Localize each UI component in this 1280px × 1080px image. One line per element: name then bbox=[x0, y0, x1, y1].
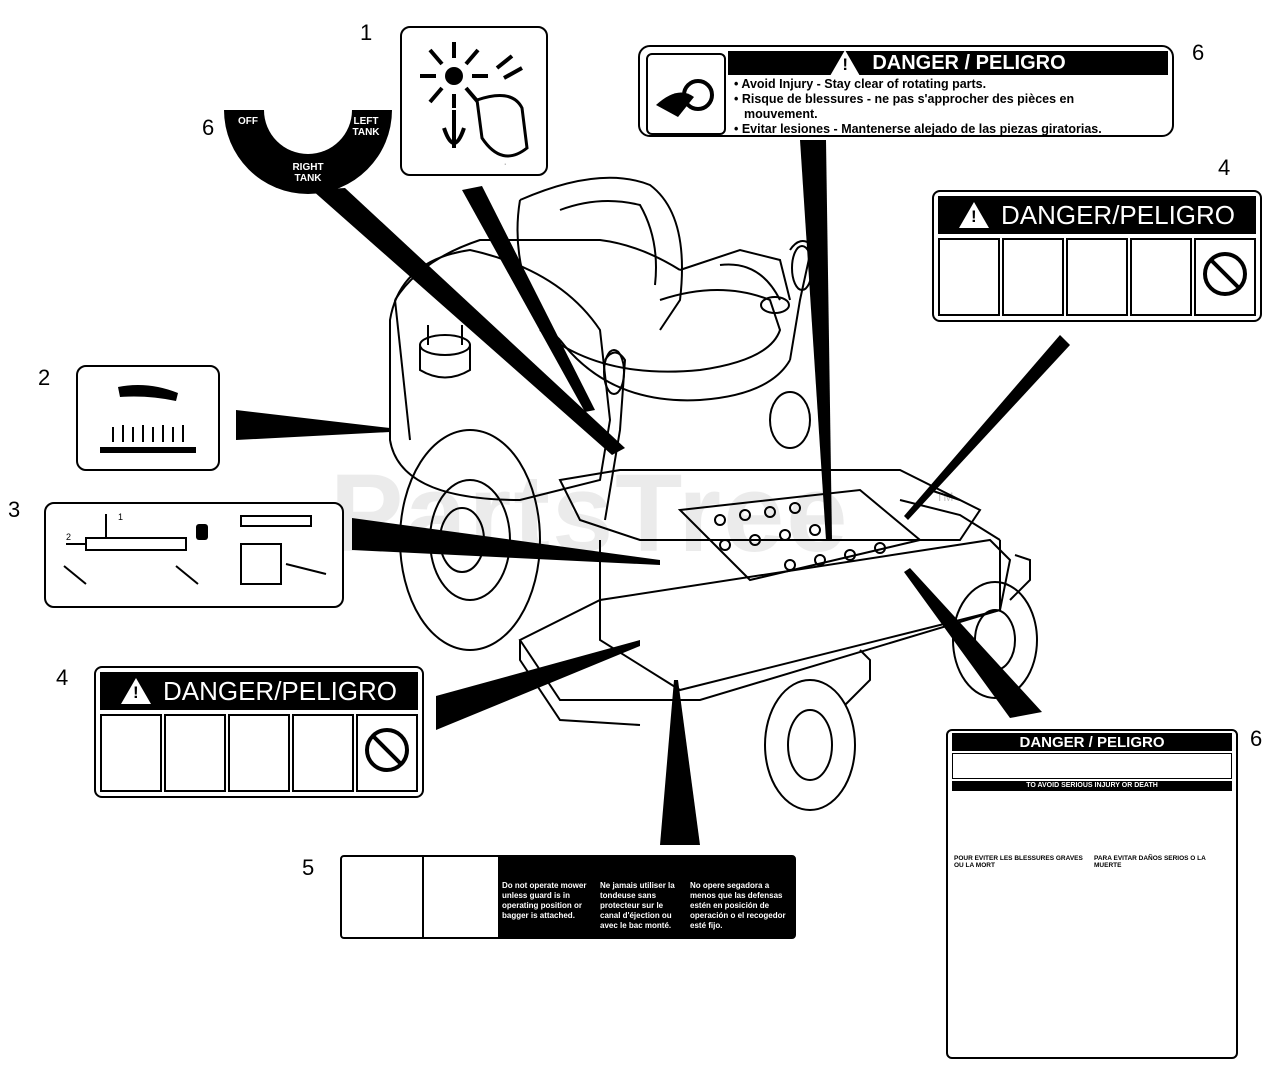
icon-cell-5 bbox=[356, 714, 418, 792]
decal-blade-hazard: · bbox=[400, 26, 548, 176]
guard-text-es: No opere segadora a menos que las defens… bbox=[690, 881, 786, 930]
callout-number-4-left: 4 bbox=[56, 665, 69, 690]
leader-5 bbox=[660, 680, 700, 845]
blade-hazard-icon: · bbox=[420, 42, 529, 168]
callout-number-5: 5 bbox=[302, 855, 315, 880]
instructions-es bbox=[1094, 873, 1230, 1053]
leader-6-right-top bbox=[800, 140, 832, 540]
guard-icon-cell bbox=[342, 857, 424, 937]
rotating-parts-icon bbox=[646, 53, 726, 135]
guard-chute-cell bbox=[422, 857, 500, 937]
icon-cell-1 bbox=[938, 238, 1000, 316]
instructions-fr bbox=[954, 873, 1090, 1053]
icon-cell-3 bbox=[1066, 238, 1128, 316]
decal-fuel-selector bbox=[224, 110, 392, 194]
danger-title-4-left: DANGER/PELIGRO bbox=[100, 672, 418, 710]
instructions-icon-strip bbox=[952, 753, 1232, 779]
leader-2 bbox=[236, 410, 390, 440]
icon-cell-3 bbox=[228, 714, 290, 792]
decal-danger-rotating-parts: DANGER / PELIGRO • Avoid Injury - Stay c… bbox=[638, 45, 1174, 137]
instructions-en-col1 bbox=[954, 793, 1090, 855]
text-line-fr-cont: mouvement. bbox=[744, 107, 818, 121]
decal-danger-instructions: DANGER / PELIGRO TO AVOID SERIOUS INJURY… bbox=[946, 729, 1238, 1059]
instructions-en-col2 bbox=[1094, 793, 1230, 855]
svg-text:·: · bbox=[504, 161, 506, 168]
decal-hot-surface bbox=[76, 365, 220, 471]
svg-text:1: 1 bbox=[118, 512, 123, 522]
callout-number-4-right: 4 bbox=[1218, 155, 1231, 180]
callout-number-6-bottom: 6 bbox=[1250, 726, 1263, 751]
fuel-selector-labels: OFF LEFT TANK RIGHT TANK bbox=[228, 116, 388, 196]
danger-title-bottom: DANGER / PELIGRO bbox=[952, 733, 1232, 751]
text-line-es: • Evitar lesiones - Mantenerse alejado d… bbox=[734, 122, 1102, 136]
guard-text-fr: Ne jamais utiliser la tondeuse sans prot… bbox=[600, 881, 675, 930]
icon-cell-2 bbox=[1002, 238, 1064, 316]
latch-diagram-icon: 1 2 bbox=[63, 512, 327, 585]
callout-number-6-top: 6 bbox=[1192, 40, 1205, 65]
leader-3 bbox=[352, 518, 660, 565]
icon-cell-4 bbox=[1130, 238, 1192, 316]
leader-4-right bbox=[904, 335, 1070, 520]
danger-title-4-right: DANGER/PELIGRO bbox=[938, 196, 1256, 234]
decal-guard: Do not operate mower unless guard is in … bbox=[340, 855, 796, 939]
icon-cell-1 bbox=[100, 714, 162, 792]
text-line-fr: • Risque de blessures - ne pas s'approch… bbox=[734, 92, 1075, 106]
decal-danger-4-right: DANGER/PELIGRO bbox=[932, 190, 1262, 322]
danger-title-top: DANGER / PELIGRO bbox=[728, 50, 1168, 76]
callout-number-3: 3 bbox=[8, 497, 21, 522]
callout-number-1: 1 bbox=[360, 20, 373, 45]
hot-surface-icon bbox=[100, 385, 196, 453]
fuel-right-tank-label: RIGHT TANK bbox=[292, 162, 324, 184]
icon-cell-5 bbox=[1194, 238, 1256, 316]
heading-es: PARA EVITAR DAÑOS SERIOS O LA MUERTE bbox=[1094, 855, 1206, 869]
decal-latch-diagram: 1 2 bbox=[44, 502, 344, 608]
icon-cell-2 bbox=[164, 714, 226, 792]
callout-number-6-fuel: 6 bbox=[202, 115, 215, 140]
icon-cell-4 bbox=[292, 714, 354, 792]
guard-text-en: Do not operate mower unless guard is in … bbox=[502, 881, 587, 920]
callout-number-2: 2 bbox=[38, 365, 51, 390]
leader-1 bbox=[462, 186, 595, 412]
leader-4-left bbox=[436, 640, 640, 730]
svg-text:2: 2 bbox=[66, 532, 71, 542]
decal-danger-4-left: DANGER/PELIGRO bbox=[94, 666, 424, 798]
guard-text-panel: Do not operate mower unless guard is in … bbox=[498, 857, 794, 937]
leader-6-fuel bbox=[312, 188, 625, 455]
text-line-en: • Avoid Injury - Stay clear of rotating … bbox=[734, 77, 987, 91]
heading-fr: POUR EVITER LES BLESSURES GRAVES OU LA M… bbox=[954, 855, 1083, 869]
fuel-off-label: OFF bbox=[238, 116, 258, 127]
heading-en: TO AVOID SERIOUS INJURY OR DEATH bbox=[952, 781, 1232, 791]
rotating-parts-text: • Avoid Injury - Stay clear of rotating … bbox=[734, 77, 1154, 137]
leader-6-right-bottom bbox=[904, 568, 1042, 718]
fuel-left-tank-label: LEFT TANK bbox=[352, 116, 380, 138]
